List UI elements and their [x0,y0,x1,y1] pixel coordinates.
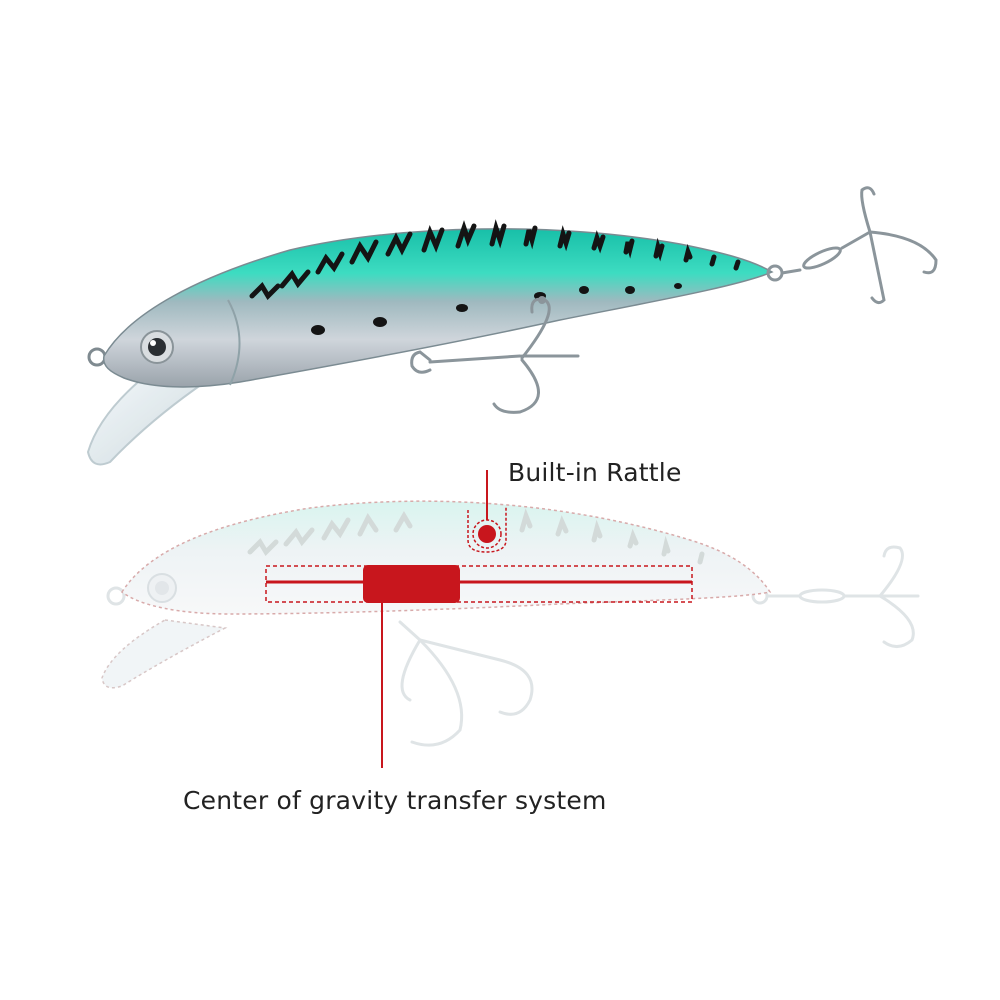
pupil [148,338,166,356]
ghost-body [121,500,772,615]
ghost-lip [101,619,228,689]
cog-callout-label: Center of gravity transfer system [183,786,607,815]
weight-channel-outline [265,565,693,603]
sliding-weight [363,565,460,603]
belly-hook [410,296,580,414]
rattle-callout-label: Built-in Rattle [508,458,682,487]
lateral-spots [311,283,682,335]
lure-photo [86,186,938,466]
gill-line [227,299,241,386]
nose-eyelet [87,347,107,367]
diving-lip [86,370,208,466]
eye-highlight [150,340,156,346]
ghost-eyelet [106,586,126,606]
lure-body [102,228,774,388]
ghost-pupil [155,581,169,595]
rattle-chamber-outline [467,506,507,553]
ghost-stripes [247,508,705,565]
lure-cutaway [101,500,920,747]
stripe-pattern [249,219,741,301]
rattle-ball [478,525,496,543]
tail-hook [766,186,938,305]
